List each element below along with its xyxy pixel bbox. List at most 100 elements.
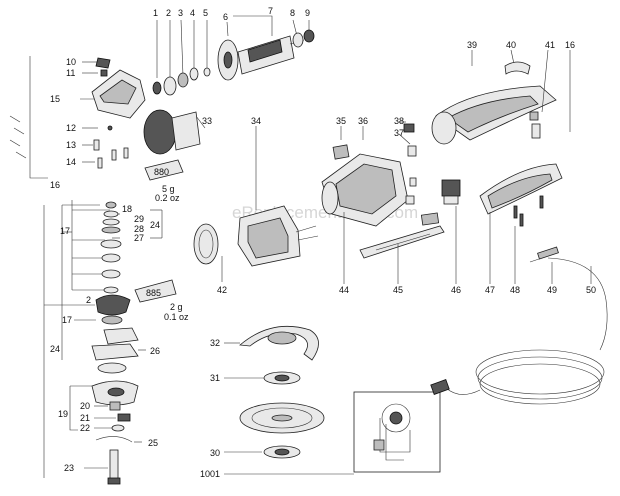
part-8-bearing (292, 32, 304, 48)
callout-28: 28 (134, 224, 144, 234)
callout-24: 24 (150, 220, 160, 230)
part-24-disc (101, 253, 121, 263)
part-37b-contact (409, 177, 417, 187)
callout-11: 11 (66, 68, 75, 78)
callout-38: 38 (394, 116, 404, 126)
part-34-stator (237, 205, 319, 267)
grease-tube-885-label: 885 (146, 288, 161, 298)
part-25-circlip (95, 436, 133, 443)
callout-48: 48 (510, 285, 520, 295)
spindle-stack-group: 885 2 g 0.1 oz (43, 200, 189, 485)
part-29-washer (103, 210, 119, 218)
part-37-carbon-holder (407, 145, 417, 157)
part-13-screw (93, 139, 100, 151)
part-16b-screw (531, 123, 541, 139)
callout-7: 7 (268, 6, 273, 16)
motor-group (193, 126, 319, 282)
callout-39: 39 (467, 40, 477, 50)
part-31-flange (263, 371, 301, 385)
part-3-washer (177, 72, 189, 88)
part-27-ring (101, 226, 121, 234)
part-7-armature (237, 35, 305, 75)
grease-885-amount-oz: 0.1 oz (164, 312, 189, 322)
callout-10: 10 (66, 57, 76, 67)
callout-6: 6 (223, 12, 228, 22)
part-20-lock (109, 401, 121, 411)
part-1-circlip (152, 81, 162, 95)
callout-19: 19 (58, 409, 68, 419)
part-41-screw (529, 111, 539, 121)
callout-26: 26 (150, 346, 160, 356)
part-47-handle-half (479, 163, 563, 215)
callout-8: 8 (290, 8, 295, 18)
part-48c-screw (539, 195, 544, 209)
part-26-gasket (91, 343, 139, 361)
part-1001-wiring-diagram (353, 391, 441, 473)
part-14-screw (97, 157, 103, 169)
callout-47: 47 (485, 285, 495, 295)
part-23-spindle (107, 449, 121, 485)
callout-45: 45 (393, 285, 403, 295)
part-2-bearing (163, 76, 177, 96)
callout-4: 4 (190, 8, 195, 18)
part-48-screw (513, 205, 518, 219)
part-24-gear (100, 239, 122, 249)
part-50-power-cord (430, 257, 608, 405)
callout-17b: 17 (62, 315, 72, 325)
callout-22: 22 (80, 423, 90, 433)
callout-23: 23 (64, 463, 74, 473)
part-45b-slider (420, 212, 440, 226)
callout-40: 40 (506, 40, 516, 50)
callout-27: 27 (134, 233, 144, 243)
grease-880-amount-oz: 0.2 oz (155, 193, 180, 203)
grinding-disc (239, 402, 325, 434)
callout-16: 16 (50, 180, 60, 190)
grease-tube-880-label: 880 (154, 167, 169, 177)
grease-tube-880 (144, 159, 184, 181)
part-14c-screw (123, 147, 129, 159)
part-11-nut (100, 69, 108, 77)
grease-880-amount: 5 g (162, 184, 175, 194)
callout-37: 37 (394, 128, 404, 138)
part-35-label (332, 144, 350, 160)
callout-44: 44 (339, 285, 349, 295)
callout-1001: 1001 (200, 469, 220, 479)
part-45-switch-bar (359, 225, 445, 259)
part-14b-screw (111, 149, 117, 161)
callout-15: 15 (50, 94, 60, 104)
callout-35: 35 (336, 116, 346, 126)
part-16-screws (9, 115, 27, 159)
callout-21: 21 (80, 413, 90, 423)
callout-13: 13 (66, 140, 76, 150)
part-26-flange (97, 362, 127, 374)
part-5-disc (203, 67, 211, 77)
callout-24b: 24 (50, 344, 60, 354)
part-33-side-handle (171, 111, 201, 151)
callout-1: 1 (153, 8, 158, 18)
callout-32: 32 (210, 338, 220, 348)
part-6-fan (217, 39, 239, 81)
callout-12: 12 (66, 123, 76, 133)
callout-2b: 2 (86, 295, 91, 305)
motor-housing-group (321, 121, 445, 284)
part-22-spring (111, 424, 125, 432)
callout-25: 25 (148, 438, 158, 448)
callout-50: 50 (586, 285, 596, 295)
gear-housing-group (9, 56, 146, 179)
part-2-bevel-gear (95, 294, 131, 316)
part-33-handle-knob (143, 109, 177, 155)
grease-885-amount: 2 g (170, 302, 183, 312)
callout-5: 5 (203, 8, 208, 18)
part-37c-contact (405, 195, 415, 205)
callout-46: 46 (451, 285, 461, 295)
callout-36: 36 (358, 116, 368, 126)
part-9-bearing (303, 29, 315, 43)
part-40-label (504, 61, 531, 75)
part-18-nut (105, 201, 117, 209)
part-44-motor-housing (321, 153, 409, 227)
part-49-cord-sleeve (529, 246, 559, 263)
part-21-button (117, 413, 131, 422)
callout-9: 9 (305, 8, 310, 18)
part-42-baffle-ring (193, 223, 219, 265)
part-24-ring (103, 286, 119, 294)
